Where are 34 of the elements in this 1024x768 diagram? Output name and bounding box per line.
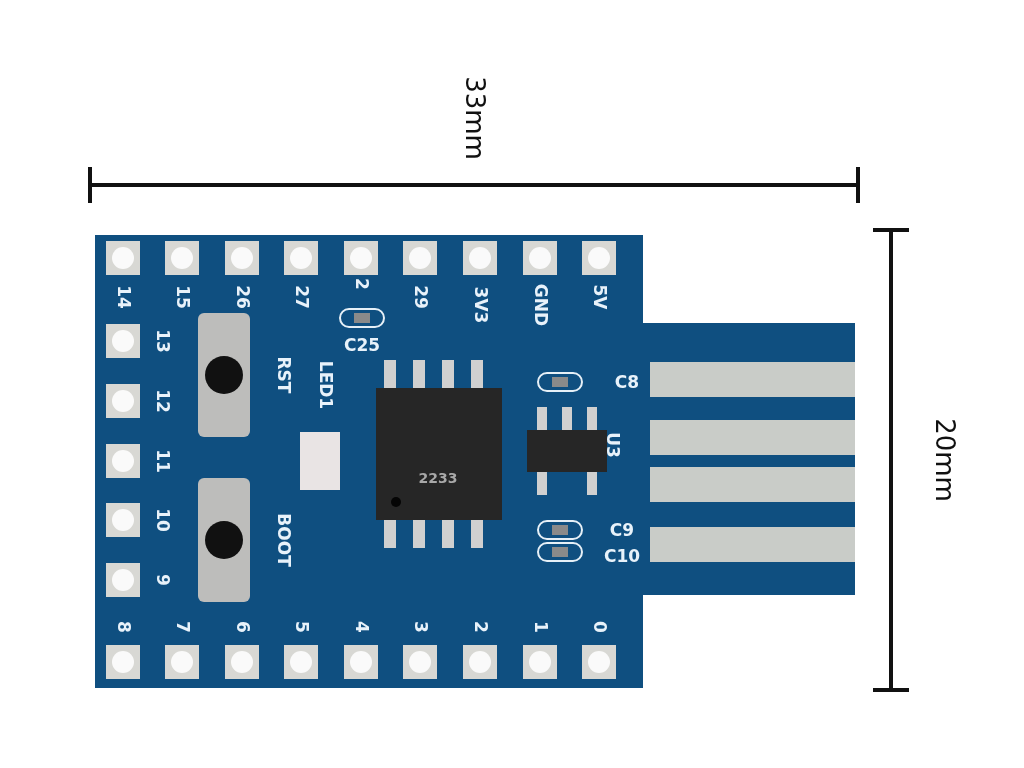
pin-label: 26 bbox=[233, 285, 251, 309]
component-label: BOOT bbox=[274, 513, 292, 567]
component-label: RST bbox=[274, 356, 292, 394]
pin-label: 5V bbox=[590, 284, 608, 310]
component-label: LED1 bbox=[316, 360, 334, 410]
pin-label: 2 bbox=[352, 278, 370, 290]
pin-label: 27 bbox=[292, 285, 310, 309]
component-label: C10 bbox=[603, 547, 641, 565]
pin-label: 8 bbox=[114, 621, 132, 633]
pin-label: 3V3 bbox=[471, 286, 489, 324]
pin-label: 6 bbox=[233, 621, 251, 633]
pin-label: 4 bbox=[352, 621, 370, 633]
chip-marking: 2233 bbox=[418, 471, 458, 485]
component-label: C9 bbox=[609, 521, 635, 539]
dimension-label: 20mm bbox=[932, 418, 958, 502]
pin-label: 14 bbox=[114, 285, 132, 309]
dimension-label: 33mm bbox=[462, 76, 488, 160]
component-label: C8 bbox=[614, 373, 640, 391]
pin-label: 15 bbox=[173, 285, 191, 309]
component-label: U3 bbox=[603, 432, 621, 458]
pin-label: GND bbox=[531, 283, 549, 327]
pin-label: 1 bbox=[531, 621, 549, 633]
pin-label: 3 bbox=[411, 621, 429, 633]
pin-label: 0 bbox=[590, 621, 608, 633]
pin-label: 10 bbox=[153, 508, 171, 532]
pin-label: 12 bbox=[153, 389, 171, 413]
pin-label: 7 bbox=[173, 621, 191, 633]
pin-label: 13 bbox=[153, 329, 171, 353]
component-label: C25 bbox=[343, 336, 381, 354]
pin-label: 2 bbox=[471, 621, 489, 633]
pin-label: 29 bbox=[411, 285, 429, 309]
pin-label: 9 bbox=[153, 574, 171, 586]
pin-label: 5 bbox=[292, 621, 310, 633]
pin-label: 11 bbox=[153, 449, 171, 473]
